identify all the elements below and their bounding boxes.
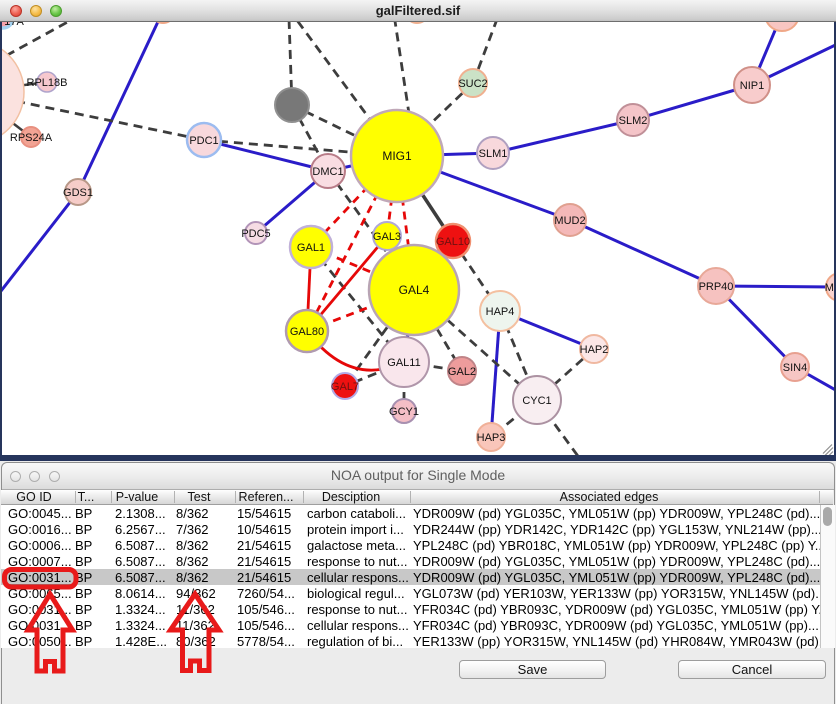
svg-text:SLM2: SLM2 (619, 115, 648, 127)
svg-text:GCY1: GCY1 (389, 406, 419, 418)
svg-text:HAP2: HAP2 (580, 344, 609, 356)
svg-text:PDC5: PDC5 (241, 228, 270, 240)
svg-text:GAL4: GAL4 (399, 283, 430, 297)
svg-text:SLM1: SLM1 (479, 148, 508, 160)
svg-text:17A: 17A (4, 22, 24, 28)
svg-text:DMC1: DMC1 (312, 166, 343, 178)
svg-text:GAL3: GAL3 (373, 231, 401, 243)
svg-text:MUD2: MUD2 (554, 215, 585, 227)
svg-text:GAL11: GAL11 (387, 357, 420, 369)
svg-text:NIP1: NIP1 (740, 80, 764, 92)
svg-text:RPL18B: RPL18B (27, 77, 68, 89)
svg-text:SIN4: SIN4 (783, 362, 807, 374)
svg-text:GAL7: GAL7 (331, 381, 359, 393)
svg-text:GAL2: GAL2 (448, 366, 476, 378)
svg-text:PDC1: PDC1 (189, 135, 218, 147)
svg-text:RPS24A: RPS24A (10, 132, 53, 144)
svg-text:PRP40: PRP40 (699, 281, 734, 293)
svg-text:MSN5: MSN5 (825, 282, 834, 294)
svg-text:MIG1: MIG1 (382, 149, 412, 163)
svg-text:HAP4: HAP4 (486, 306, 515, 318)
svg-text:GAL1: GAL1 (297, 242, 325, 254)
svg-text:HAP3: HAP3 (477, 432, 506, 444)
svg-text:GAL80: GAL80 (290, 326, 324, 338)
svg-text:GAL10: GAL10 (436, 236, 470, 248)
svg-text:SUC2: SUC2 (458, 78, 487, 90)
svg-text:GDS1: GDS1 (63, 187, 93, 199)
svg-text:CYC1: CYC1 (522, 395, 551, 407)
